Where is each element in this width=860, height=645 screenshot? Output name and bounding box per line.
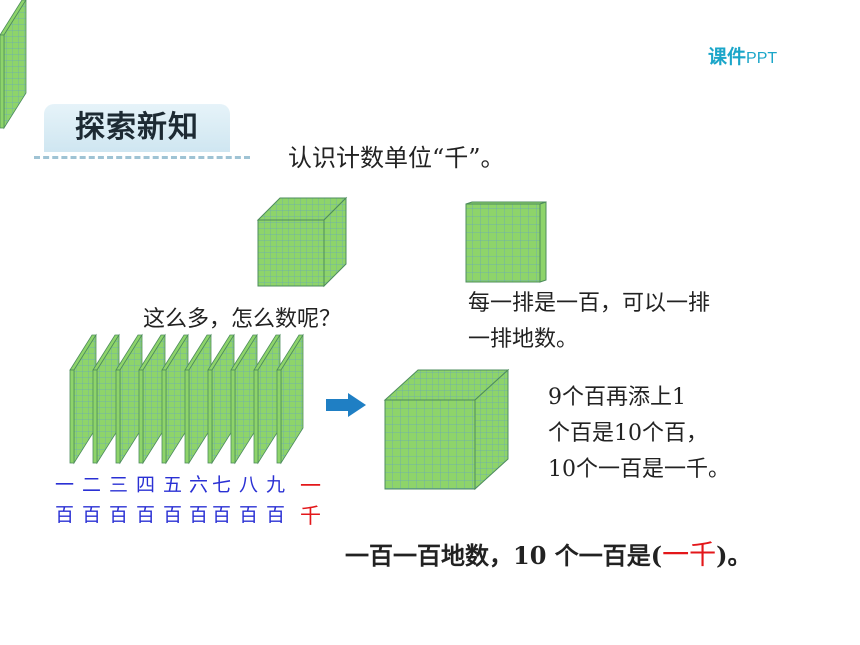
conclusion-suffix: )。 (716, 541, 752, 570)
big-thousand-cube (383, 368, 510, 491)
brand-logo: 课件PPT (708, 42, 777, 69)
page-heading: 认识计数单位“千”。 (288, 144, 505, 172)
hundred-flat (465, 201, 547, 283)
count-label-top: 七 (212, 474, 232, 496)
cube-note-line3: 10个一百是一千。 (548, 457, 730, 482)
right-arrow-icon (326, 393, 366, 417)
count-label-bottom: 百 (266, 504, 286, 526)
conclusion-prefix: 一百一百地数，10 个一百是( (345, 541, 663, 570)
count-label-top: 九 (266, 474, 286, 496)
count-label-bottom: 百 (189, 504, 209, 526)
cube-note-line1: 9个百再添上1 (548, 385, 686, 410)
brand-text-light: PPT (746, 50, 778, 67)
section-tab: 探索新知 (44, 104, 230, 152)
brand-text-bold: 课件 (708, 47, 747, 68)
count-label-bottom: 百 (109, 504, 129, 526)
row-count-note-line2: 一排地数。 (468, 327, 579, 352)
count-label-bottom: 百 (136, 504, 156, 526)
count-label-bottom: 百 (212, 504, 232, 526)
count-label-bottom: 百 (239, 504, 259, 526)
conclusion-answer: 一千 (662, 540, 717, 571)
count-label-top: 三 (109, 474, 129, 496)
row-count-note: 每一排是一百，可以一排 一排地数。 (468, 286, 710, 358)
count-label-top: 四 (136, 474, 156, 496)
count-label-top: 五 (163, 474, 183, 496)
count-label-bottom: 百 (82, 504, 102, 526)
question-text: 这么多，怎么数呢？ (143, 307, 342, 332)
count-label-top: 一 (55, 474, 75, 496)
count-label-top: 二 (82, 474, 102, 496)
hundreds-row (0, 0, 304, 464)
row-count-note-line1: 每一排是一百，可以一排 (468, 291, 711, 316)
tab-divider (34, 156, 250, 159)
count-labels-bottom: 百 百 百 百 百 百 百 百 百 千 (0, 500, 860, 528)
count-labels-top: 一 二 三 四 五 六 七 八 九 一 (0, 470, 860, 498)
count-label-bottom: 百 (55, 504, 75, 526)
cube-note: 9个百再添上1 个百是10个百， 10个一百是一千。 (548, 380, 730, 488)
count-label-top-thousand: 一 (300, 474, 321, 498)
count-label-top: 六 (189, 474, 209, 496)
small-thousand-cube (256, 196, 348, 288)
conclusion-sentence: 一百一百地数，10 个一百是(一千)。 (345, 533, 751, 572)
count-label-bottom: 百 (163, 504, 183, 526)
cube-note-line2: 个百是10个百， (548, 421, 708, 446)
count-label-top: 八 (239, 474, 259, 496)
count-label-bottom-thousand: 千 (300, 504, 321, 528)
